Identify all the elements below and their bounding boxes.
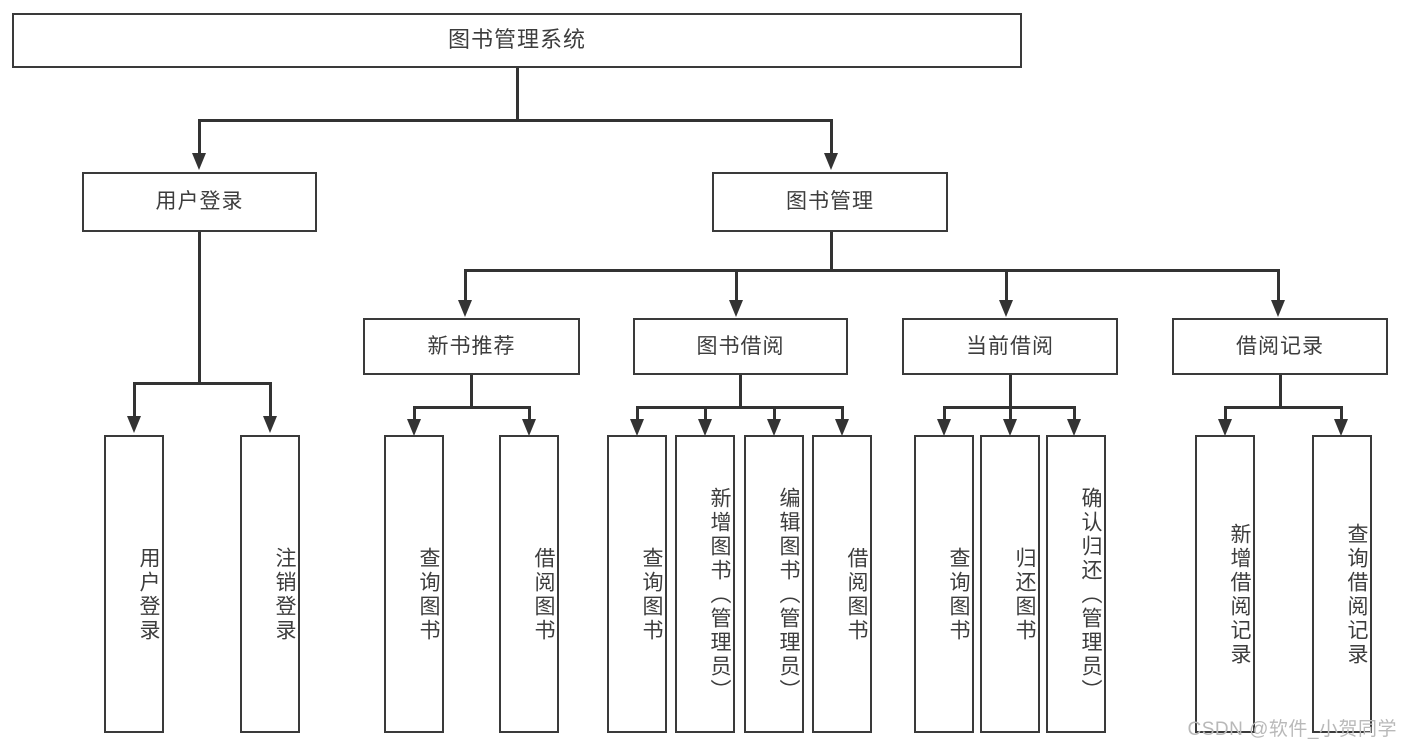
edge-drop-query-book-3: [943, 406, 946, 422]
edge-current-borrow-stem: [1009, 375, 1012, 408]
edge-new-book-rec-stem: [470, 375, 473, 408]
edge-drop-confirm-return: [1073, 406, 1076, 422]
node-label: 借阅记录: [1236, 334, 1324, 358]
edge-drop-add-record: [1224, 406, 1227, 422]
edge-borrow-record-bus: [1224, 406, 1342, 409]
node-leaf-borrow-book-2[interactable]: 借阅图书: [812, 435, 872, 733]
node-leaf-borrow-book-1[interactable]: 借阅图书: [499, 435, 559, 733]
arrowhead-add-record: [1218, 419, 1232, 436]
node-label: 查询借阅记录: [1345, 523, 1368, 667]
node-leaf-logout-login[interactable]: 注销登录: [240, 435, 300, 733]
node-leaf-query-book-3[interactable]: 查询图书: [914, 435, 974, 733]
node-new-book-rec[interactable]: 新书推荐: [363, 318, 580, 375]
node-leaf-return-book[interactable]: 归还图书: [980, 435, 1040, 733]
arrowhead-query-book-3: [937, 419, 951, 436]
edge-drop-leaf-logout-login: [269, 382, 272, 418]
arrowhead-query-book-2: [630, 419, 644, 436]
edge-book-borrow-bus: [636, 406, 843, 409]
node-label: 查询图书: [947, 547, 970, 643]
node-leaf-confirm-return[interactable]: 确认归还（管理员）: [1046, 435, 1106, 733]
edge-drop-edit-book: [773, 406, 776, 422]
arrowhead-return-book: [1003, 419, 1017, 436]
arrowhead-add-book: [698, 419, 712, 436]
edge-level3-bus: [464, 269, 1280, 272]
arrowhead-leaf-logout-login: [263, 416, 277, 433]
arrowhead-current-borrow: [999, 300, 1013, 317]
edge-borrow-record-stem: [1279, 375, 1282, 408]
node-book-borrow[interactable]: 图书借阅: [633, 318, 848, 375]
node-label: 新书推荐: [427, 334, 516, 358]
node-label: 查询图书: [640, 547, 663, 643]
edge-drop-current-borrow: [1005, 269, 1008, 302]
edge-user-login-stem: [198, 232, 201, 383]
node-label: 注销登录: [273, 547, 296, 643]
edge-drop-query-book-1: [413, 406, 416, 422]
arrowhead-book-manage: [824, 153, 838, 170]
arrowhead-book-borrow: [729, 300, 743, 317]
edge-user-login-bus: [133, 382, 271, 385]
edge-drop-return-book: [1009, 406, 1012, 422]
node-label: 新增借阅记录: [1228, 523, 1251, 667]
arrowhead-query-record: [1334, 419, 1348, 436]
edge-drop-new-book-rec: [464, 269, 467, 302]
edge-drop-user-login: [198, 119, 201, 155]
node-label: 确认归还（管理员）: [1079, 487, 1102, 703]
arrowhead-borrow-record: [1271, 300, 1285, 317]
node-label: 用户登录: [137, 547, 160, 643]
edge-level2-bus: [198, 119, 832, 122]
node-leaf-edit-book[interactable]: 编辑图书（管理员）: [744, 435, 804, 733]
node-leaf-query-book-2[interactable]: 查询图书: [607, 435, 667, 733]
edge-drop-book-borrow: [735, 269, 738, 302]
node-leaf-add-record[interactable]: 新增借阅记录: [1195, 435, 1255, 733]
node-label: 当前借阅: [966, 334, 1054, 358]
edge-book-manage-stem: [830, 232, 833, 270]
edge-book-borrow-stem: [739, 375, 742, 408]
node-book-manage[interactable]: 图书管理: [712, 172, 948, 232]
node-label: 图书借阅: [696, 334, 785, 358]
node-user-login[interactable]: 用户登录: [82, 172, 317, 232]
edge-drop-query-record: [1340, 406, 1343, 422]
edge-drop-add-book: [704, 406, 707, 422]
arrowhead-edit-book: [767, 419, 781, 436]
node-leaf-query-record[interactable]: 查询借阅记录: [1312, 435, 1372, 733]
node-borrow-record[interactable]: 借阅记录: [1172, 318, 1388, 375]
node-label: 图书管理: [786, 190, 874, 214]
node-current-borrow[interactable]: 当前借阅: [902, 318, 1118, 375]
edge-new-book-rec-bus: [413, 406, 530, 409]
node-label: 用户登录: [155, 190, 244, 214]
arrowhead-leaf-user-login: [127, 416, 141, 433]
node-leaf-query-book-1[interactable]: 查询图书: [384, 435, 444, 733]
arrowhead-user-login: [192, 153, 206, 170]
arrowhead-new-book-rec: [458, 300, 472, 317]
edge-drop-borrow-book-1: [528, 406, 531, 422]
node-leaf-user-login[interactable]: 用户登录: [104, 435, 164, 733]
arrowhead-borrow-book-2: [835, 419, 849, 436]
node-leaf-add-book[interactable]: 新增图书（管理员）: [675, 435, 735, 733]
edge-root-stem: [516, 68, 519, 120]
arrowhead-query-book-1: [407, 419, 421, 436]
node-label: 编辑图书（管理员）: [777, 487, 800, 703]
node-label: 查询图书: [417, 547, 440, 643]
edge-drop-borrow-record: [1277, 269, 1280, 302]
edge-drop-borrow-book-2: [841, 406, 844, 422]
node-label: 图书管理系统: [447, 27, 586, 53]
node-label: 归还图书: [1013, 547, 1036, 643]
node-label: 借阅图书: [845, 547, 868, 643]
edge-drop-query-book-2: [636, 406, 639, 422]
node-label: 借阅图书: [532, 547, 555, 643]
node-root-system[interactable]: 图书管理系统: [12, 13, 1022, 68]
arrowhead-borrow-book-1: [522, 419, 536, 436]
edge-drop-book-manage: [830, 119, 833, 155]
node-label: 新增图书（管理员）: [708, 487, 731, 703]
arrowhead-confirm-return: [1067, 419, 1081, 436]
edge-drop-leaf-user-login: [133, 382, 136, 418]
